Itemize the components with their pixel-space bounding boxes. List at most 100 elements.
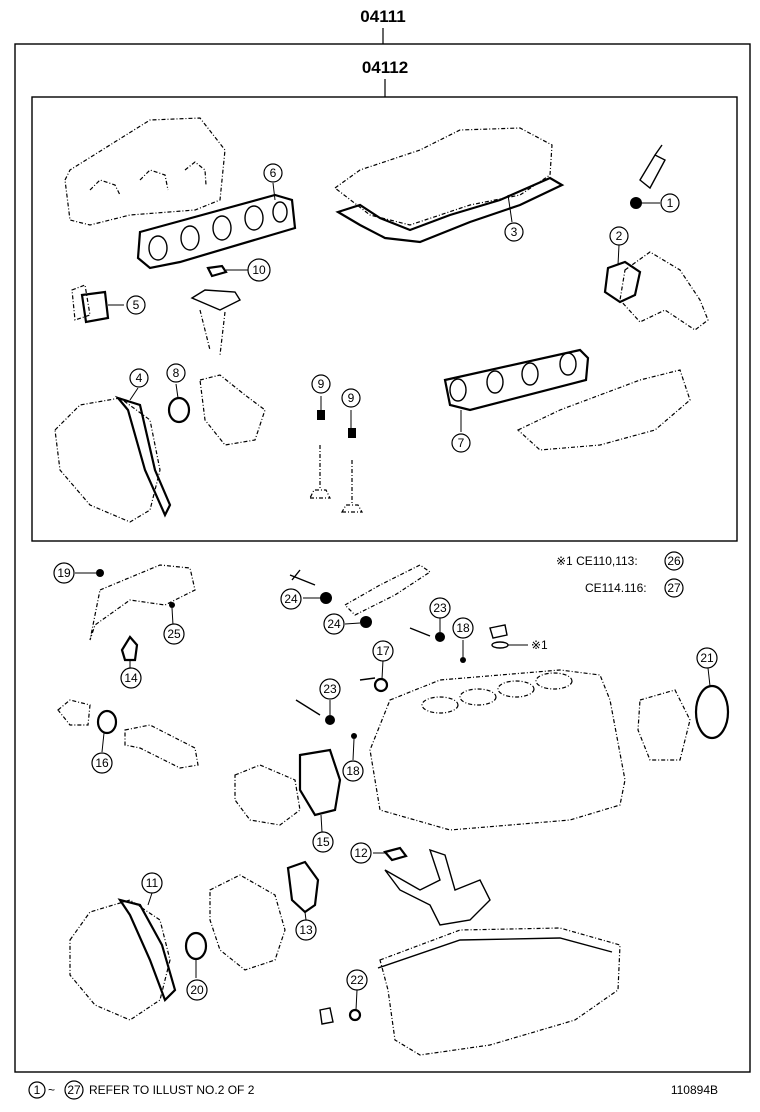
svg-text:9: 9: [348, 391, 355, 405]
svg-text:1: 1: [34, 1083, 41, 1097]
head-cover-outline: [333, 127, 553, 226]
outer-kit-frame: [14, 43, 751, 1073]
seal-16: [96, 709, 118, 735]
svg-text:4: 4: [136, 371, 143, 385]
exhaust-gasket-7: [443, 348, 590, 412]
svg-text:15: 15: [316, 835, 330, 849]
svg-text:9: 9: [318, 377, 325, 391]
bracket-5: [71, 284, 91, 321]
nut-10: [206, 264, 228, 278]
callout-2[interactable]: 2: [609, 226, 629, 246]
bolt-upper: [289, 569, 316, 586]
gasket-23b: [325, 715, 335, 725]
callout-18a[interactable]: 18: [452, 617, 474, 639]
drawing-id: 110894B: [671, 1083, 718, 1097]
callout-19[interactable]: 19: [53, 562, 75, 584]
svg-text:8: 8: [173, 366, 180, 380]
head-cover-gasket-3: [335, 176, 565, 244]
callout-17[interactable]: 17: [372, 640, 394, 662]
exhaust-gasket: [190, 289, 242, 311]
thermostat-housing: [57, 699, 91, 726]
gasket-23a: [435, 632, 445, 642]
svg-text:12: 12: [354, 846, 368, 860]
svg-text:20: 20: [190, 983, 204, 997]
note-2-ref[interactable]: 27: [664, 578, 684, 598]
callout-23a[interactable]: 23: [429, 597, 451, 619]
callout-10[interactable]: 10: [247, 258, 271, 282]
svg-text:27: 27: [67, 1083, 81, 1097]
svg-text:2: 2: [616, 229, 623, 243]
small-gasket-5: [80, 290, 110, 324]
callout-9a[interactable]: 9: [311, 374, 331, 394]
note-2-text: CE114.116:: [585, 581, 647, 595]
svg-text:16: 16: [95, 756, 109, 770]
injector: [639, 144, 666, 190]
kit-number-inner[interactable]: 04112: [362, 58, 408, 77]
callout-24a[interactable]: 24: [280, 588, 302, 610]
callout-1[interactable]: 1: [660, 193, 680, 213]
callout-7[interactable]: 7: [451, 433, 471, 453]
svg-text:5: 5: [133, 298, 140, 312]
valve-a: [309, 445, 331, 499]
water-pump-gasket-15: [298, 748, 342, 817]
dipstick-guide: [344, 564, 432, 616]
note-1-text: ※1 CE110,113:: [556, 554, 638, 568]
callout-12[interactable]: 12: [350, 842, 372, 864]
strainer-gasket-12: [383, 846, 408, 862]
plug-washer: [491, 641, 509, 649]
callout-3[interactable]: 3: [504, 222, 524, 242]
svg-text:18: 18: [346, 764, 360, 778]
plug-17: [359, 677, 376, 681]
gasket-17: [373, 677, 389, 693]
callout-24b[interactable]: 24: [323, 613, 345, 635]
note-1-ref[interactable]: 26: [664, 551, 684, 571]
callout-11[interactable]: 11: [141, 872, 163, 894]
footer-ref-from[interactable]: 1: [28, 1081, 46, 1099]
callout-15[interactable]: 15: [312, 831, 334, 853]
callout-8[interactable]: 8: [166, 363, 186, 383]
inner-kit-frame: [31, 96, 738, 542]
callout-9b[interactable]: 9: [341, 388, 361, 408]
callout-13[interactable]: 13: [295, 919, 317, 941]
water-bypass-pipe: [124, 724, 199, 769]
gasket-24b: [360, 616, 372, 628]
outlet-gasket-2: [603, 260, 642, 304]
water-outlet: [619, 251, 709, 331]
rear-retainer: [637, 689, 691, 761]
seal-18a: [460, 657, 466, 663]
bolt-23b: [295, 699, 321, 716]
oil-seal-8: [167, 396, 191, 424]
kit-number-outer[interactable]: 04111: [360, 7, 405, 26]
exhaust-pipe: [199, 309, 226, 356]
gasket-14: [120, 635, 139, 662]
callout-20[interactable]: 20: [186, 979, 208, 1001]
gasket-6-ports: [148, 201, 288, 261]
callout-14[interactable]: 14: [120, 667, 142, 689]
callout-4[interactable]: 4: [129, 368, 149, 388]
callout-6[interactable]: 6: [263, 163, 283, 183]
valve-b: [340, 460, 364, 513]
exhaust-manifold: [516, 369, 691, 451]
oil-pump-body: [209, 874, 286, 971]
engine-block: [369, 669, 626, 831]
callout-21[interactable]: 21: [696, 647, 718, 669]
o-ring-25: [169, 602, 175, 608]
footer-text: REFER TO ILLUST NO.2 OF 2: [89, 1083, 255, 1097]
svg-text:24: 24: [327, 617, 341, 631]
crank-seal-20: [184, 931, 208, 961]
drain-bolt: [319, 1007, 334, 1025]
callout-18b[interactable]: 18: [342, 760, 364, 782]
callout-25[interactable]: 25: [163, 623, 185, 645]
drain-plug: [489, 624, 508, 639]
o-ring-19: [96, 569, 104, 577]
callout-5[interactable]: 5: [126, 295, 146, 315]
svg-text:26: 26: [667, 554, 681, 568]
callout-22[interactable]: 22: [346, 969, 368, 991]
svg-text:10: 10: [252, 263, 266, 277]
footer-ref-to[interactable]: 27: [64, 1080, 84, 1100]
callout-16[interactable]: 16: [91, 752, 113, 774]
svg-text:25: 25: [167, 627, 181, 641]
callout-23b[interactable]: 23: [319, 678, 341, 700]
stem-seal-9a: [317, 410, 325, 420]
svg-text:27: 27: [667, 581, 681, 595]
